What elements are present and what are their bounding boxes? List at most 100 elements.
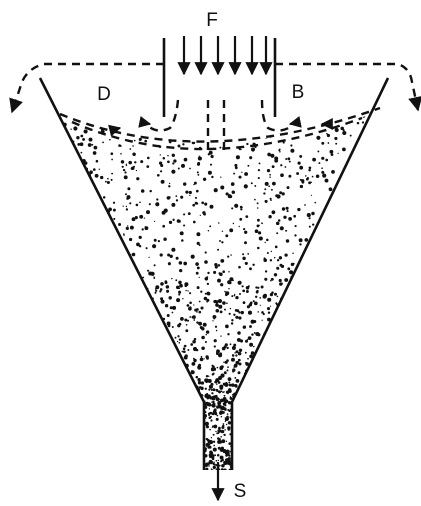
particle-dot — [257, 246, 260, 250]
particle-dot — [257, 333, 261, 337]
particle-dot — [245, 362, 249, 366]
particle-dot — [253, 331, 256, 334]
particle-dot — [205, 467, 209, 470]
particle-dot — [207, 292, 211, 296]
particle-dot — [175, 279, 178, 282]
particle-dot — [206, 462, 210, 466]
particle-dot — [144, 226, 146, 228]
particle-dot — [207, 331, 210, 333]
particle-dot — [185, 289, 187, 292]
particle-dot — [256, 202, 259, 205]
particle-dot — [165, 124, 168, 127]
particle-dot — [227, 333, 230, 336]
particle-dot — [224, 290, 226, 293]
particle-dot — [279, 226, 284, 231]
particle-dot — [261, 222, 263, 225]
particle-dot — [237, 371, 241, 375]
particle-dot — [198, 321, 202, 326]
particle-dot — [193, 358, 197, 363]
particle-dot — [278, 268, 280, 270]
particle-dot — [241, 171, 243, 173]
particle-dot — [225, 423, 228, 426]
particle-dot — [217, 248, 220, 251]
particle-dot — [253, 301, 258, 306]
particle-dot — [217, 264, 221, 267]
particle-dot — [247, 310, 253, 315]
particle-dot — [243, 228, 246, 231]
particle-dot — [280, 282, 283, 285]
particle-dot — [216, 383, 218, 385]
particle-dot — [264, 181, 269, 186]
particle-dot — [92, 151, 97, 155]
particle-dot — [212, 400, 215, 404]
particle-dot — [224, 420, 227, 422]
particle-dot — [356, 121, 360, 125]
particle-dot — [139, 201, 141, 204]
particle-dot — [214, 115, 217, 118]
flow-line-right-top — [275, 62, 421, 112]
particle-dot — [168, 296, 172, 300]
particle-dot — [264, 188, 267, 191]
particle-dot — [266, 307, 271, 311]
particle-dot — [208, 150, 213, 155]
particle-dot — [244, 351, 247, 354]
particle-dot — [326, 132, 328, 135]
particle-dot — [208, 388, 211, 391]
particle-dot — [178, 338, 182, 341]
particle-dot — [322, 173, 327, 178]
inner-arrow-right — [288, 115, 302, 128]
particle-dot — [235, 379, 240, 383]
particle-dot — [227, 421, 231, 425]
particle-dot — [196, 241, 200, 245]
particle-dot — [264, 241, 266, 244]
particle-dot — [193, 337, 197, 341]
particle-dot — [213, 188, 218, 193]
particle-dot — [288, 160, 291, 163]
particle-dot — [209, 428, 211, 431]
particle-dot — [76, 136, 80, 140]
particle-dot — [311, 211, 315, 216]
particle-dot — [231, 319, 234, 322]
particle-dot — [153, 277, 156, 279]
particle-dot — [180, 195, 184, 199]
particle-dot — [213, 345, 216, 348]
particle-dot — [123, 175, 128, 180]
particle-dot — [334, 136, 338, 141]
particle-dot — [203, 471, 207, 475]
particle-dot — [237, 280, 242, 285]
particle-dot — [195, 262, 199, 266]
feed-pipe — [162, 38, 277, 117]
particle-dot — [257, 218, 260, 222]
particle-dot — [234, 163, 238, 167]
particle-dot — [245, 286, 250, 290]
particle-dot — [183, 261, 188, 266]
particle-dot — [229, 307, 232, 310]
particle-dot — [205, 425, 210, 429]
particle-dot — [222, 424, 225, 428]
particle-dot — [159, 288, 163, 291]
particle-dot — [222, 301, 226, 305]
particle-dot — [146, 210, 150, 215]
particle-dot — [193, 181, 197, 185]
particle-dot — [228, 194, 230, 196]
particle-dot — [275, 221, 280, 226]
particle-dot — [77, 142, 81, 146]
particle-dot — [208, 465, 210, 467]
particle-dot — [220, 185, 225, 190]
particle-dot — [219, 240, 221, 242]
particle-dot — [184, 318, 188, 322]
particle-dot — [120, 160, 125, 164]
particle-dot — [337, 152, 339, 155]
particle-dot — [213, 463, 216, 466]
particle-dot — [226, 413, 229, 415]
particle-dot — [149, 189, 152, 193]
particle-dot — [212, 315, 217, 319]
particle-dot — [151, 132, 154, 135]
particle-dot — [202, 322, 207, 327]
particle-dot — [156, 198, 159, 201]
particle-dot — [222, 423, 225, 425]
particle-dot — [294, 225, 297, 228]
particle-dot — [232, 222, 235, 225]
particle-dot — [289, 270, 294, 275]
particle-dot — [88, 137, 93, 142]
